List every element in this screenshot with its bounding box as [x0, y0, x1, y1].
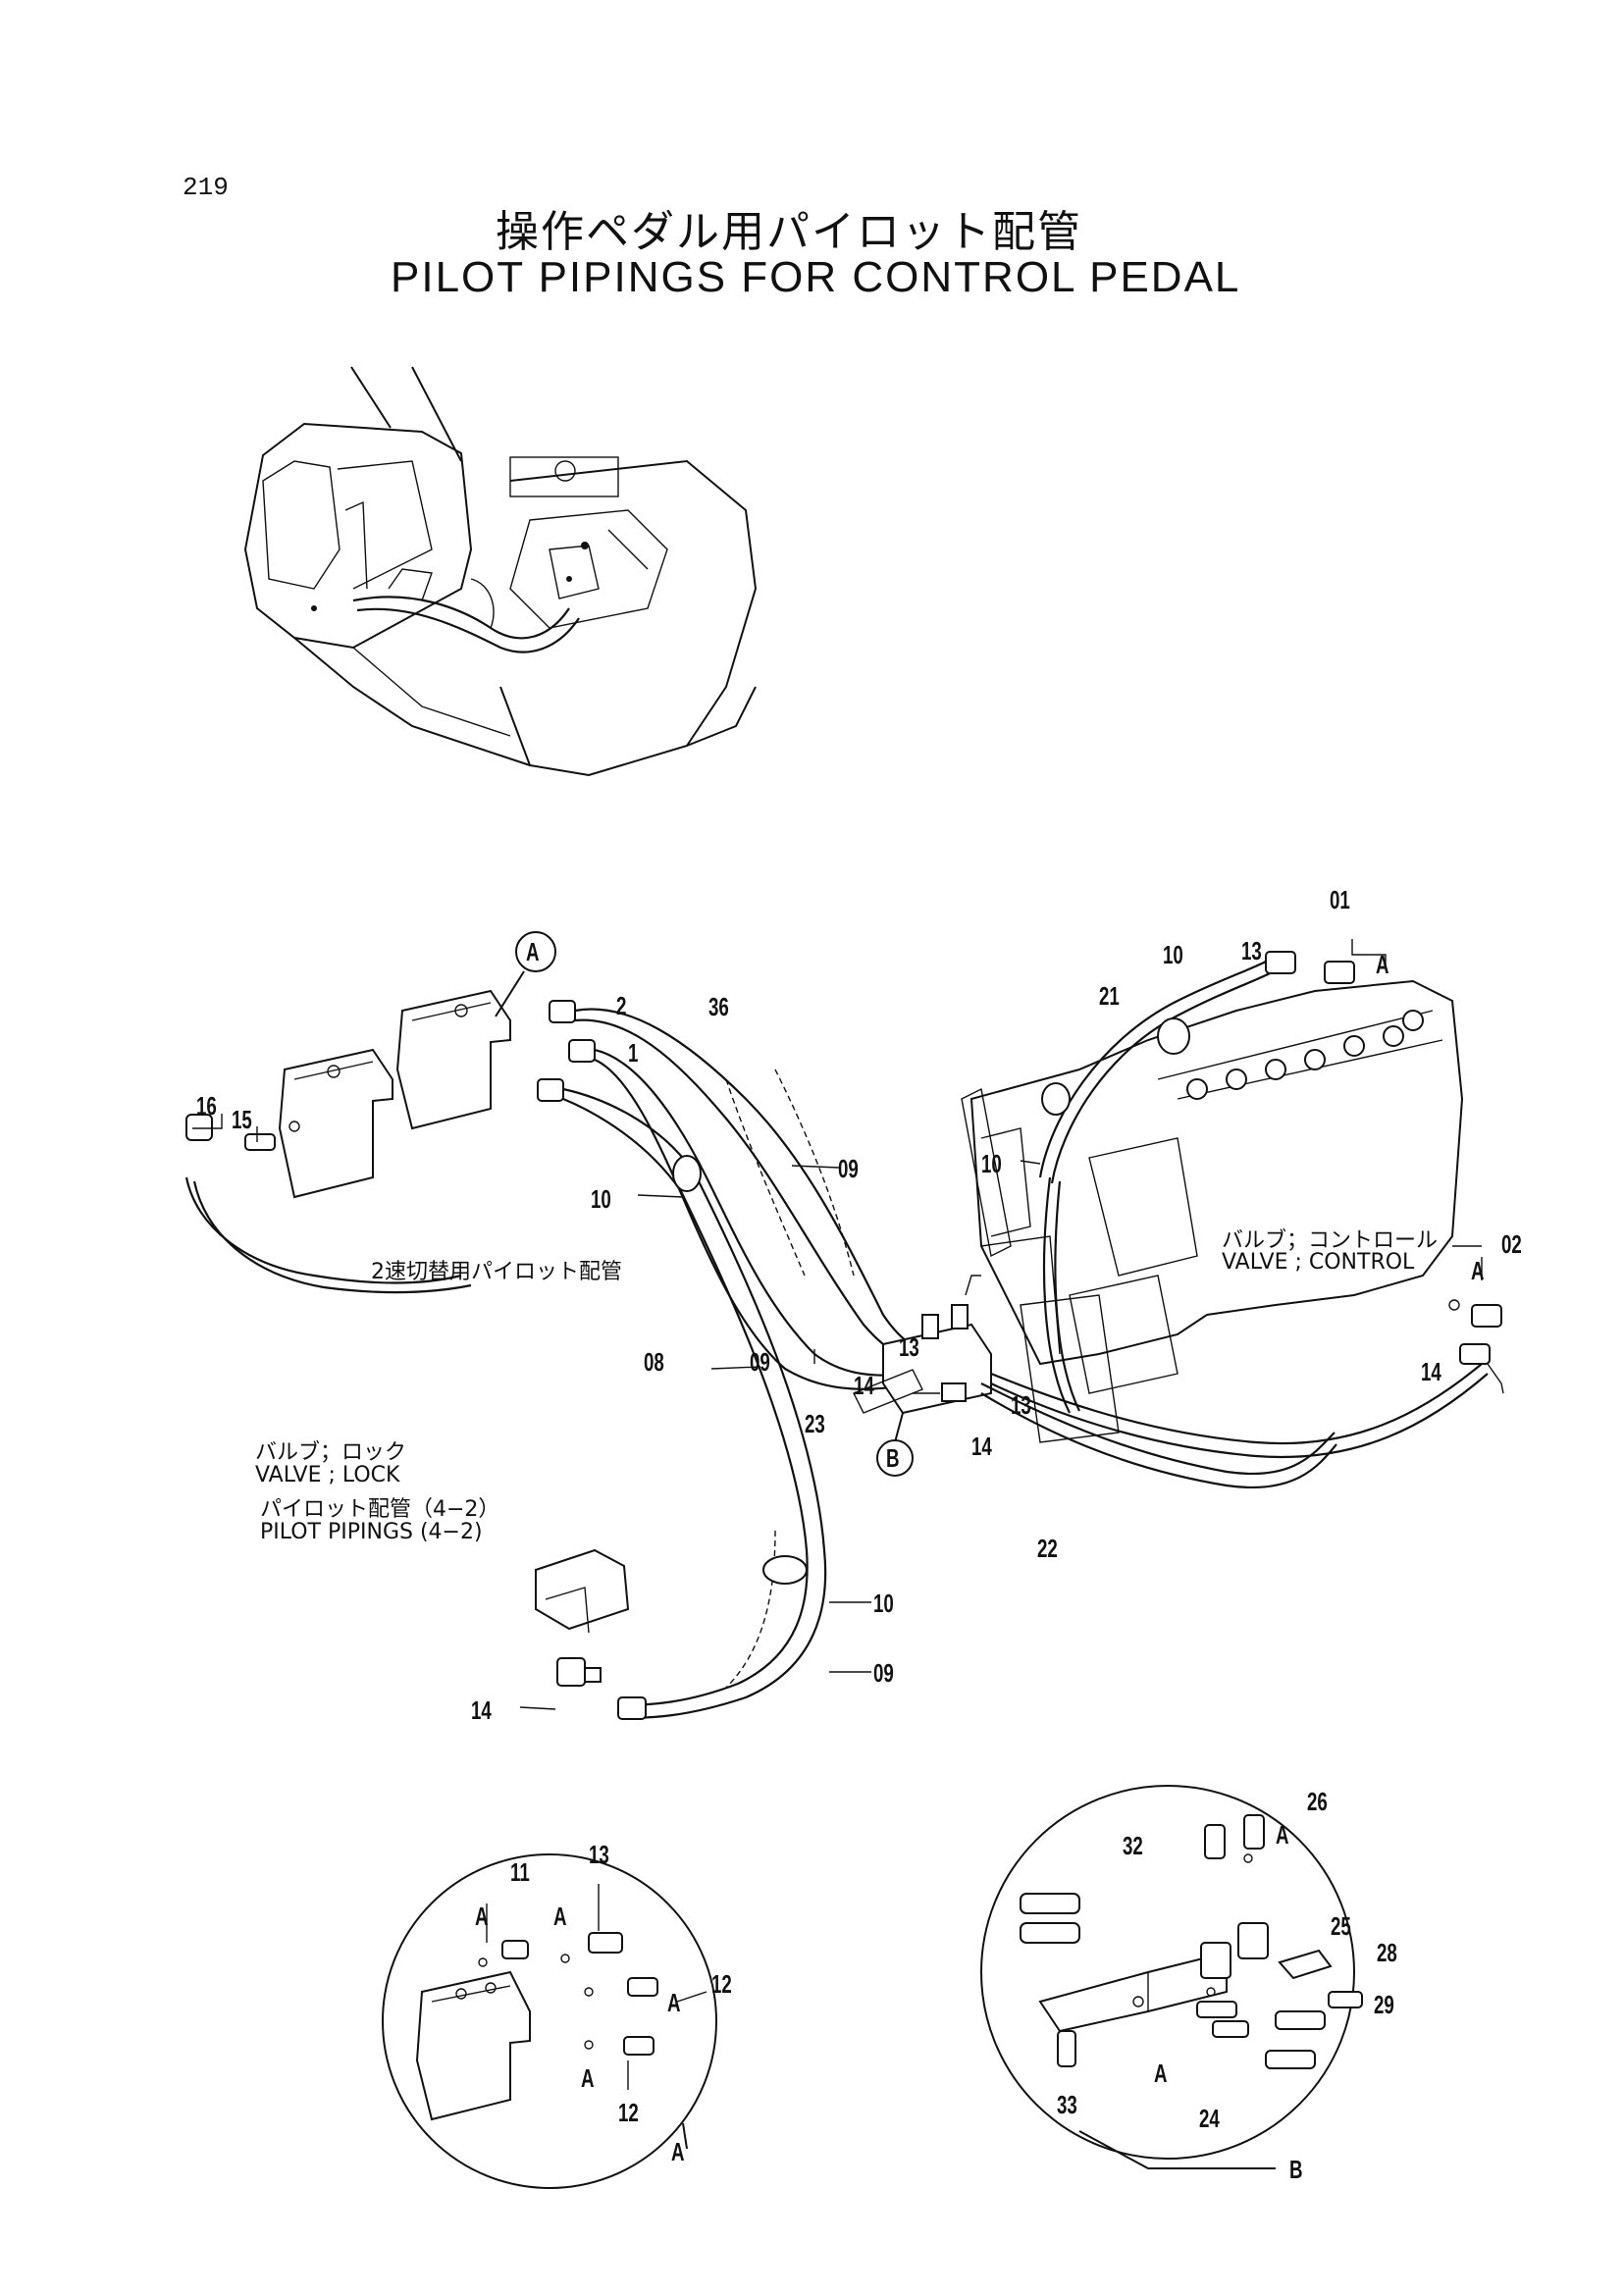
part-label-14-lock: 14: [471, 1695, 492, 1725]
note-valve-control-ja: バルブ；コントロール: [1222, 1228, 1439, 1253]
detail-b-label-33: 33: [1057, 2090, 1077, 2119]
detail-b-label-24: 24: [1199, 2104, 1220, 2133]
detail-b-label-28: 28: [1377, 1938, 1397, 1967]
page-number: 219: [183, 173, 229, 202]
note-pilot-pipings-ja: パイロット配管（4−2）: [260, 1497, 500, 1522]
detail-a-label-11: 11: [510, 1857, 530, 1887]
part-label-2: 2: [616, 991, 627, 1020]
detail-a-label-a5: A: [671, 2137, 685, 2166]
part-label-15: 15: [232, 1105, 252, 1134]
detail-a-illustration: [382, 1853, 717, 2189]
part-label-a-right: A: [1471, 1256, 1485, 1285]
detail-a-label-a2: A: [553, 1902, 567, 1931]
part-label-13-right: 13: [1011, 1390, 1031, 1420]
part-label-08: 08: [644, 1347, 664, 1377]
part-label-09-mid: 09: [750, 1347, 770, 1377]
part-label-10-lower: 10: [873, 1589, 894, 1618]
part-label-01: 01: [1330, 885, 1350, 914]
part-label-22: 22: [1037, 1534, 1058, 1563]
detail-a-label-12-bottom: 12: [618, 2098, 639, 2127]
leader-lines: [192, 939, 1504, 1710]
part-label-10-left: 10: [591, 1184, 611, 1214]
detail-a-label-13: 13: [589, 1840, 609, 1869]
detail-b-label-26: 26: [1307, 1787, 1328, 1816]
detail-a-label-a1: A: [475, 1902, 489, 1931]
part-label-10-valve: 10: [981, 1149, 1002, 1178]
detail-b-label-a-bottom: A: [1154, 2059, 1168, 2088]
detail-a-label-a4: A: [581, 2063, 595, 2093]
part-label-36: 36: [708, 992, 729, 1021]
part-label-14-block: 14: [854, 1371, 874, 1400]
part-label-16: 16: [196, 1091, 217, 1121]
detail-b-label-32: 32: [1123, 1831, 1143, 1860]
detail-b-illustration: [980, 1785, 1363, 2169]
detail-b-label-b: B: [1289, 2155, 1303, 2184]
part-label-09-top: 09: [838, 1154, 859, 1183]
note-valve-control-en: VALVE ; CONTROL: [1222, 1250, 1415, 1275]
note-valve-lock-en: VALVE ; LOCK: [255, 1463, 400, 1487]
callout-a: A: [526, 937, 540, 966]
note-valve-lock-ja: バルブ；ロック: [255, 1440, 407, 1465]
detail-b-label-25: 25: [1331, 1911, 1351, 1941]
part-label-21: 21: [1099, 981, 1120, 1011]
callout-b: B: [886, 1443, 900, 1473]
part-label-13-block: 13: [899, 1332, 919, 1362]
part-label-a-top: A: [1376, 950, 1389, 979]
note-two-speed-ja: 2速切替用パイロット配管: [371, 1260, 622, 1284]
detail-a-label-a3: A: [667, 1988, 681, 2017]
part-label-14-right: 14: [1421, 1357, 1441, 1386]
part-label-13-top: 13: [1241, 936, 1262, 965]
detail-a-label-12-right: 12: [711, 1969, 732, 1999]
part-label-23: 23: [805, 1409, 825, 1438]
pilot-piping-diagram: [184, 931, 1502, 1720]
detail-b-label-29: 29: [1374, 1990, 1394, 2019]
detail-b-label-a-top: A: [1276, 1820, 1289, 1850]
excavator-overview-illustration: [243, 366, 758, 777]
note-pilot-pipings-en: PILOT PIPINGS (4−2): [260, 1520, 483, 1544]
part-label-1: 1: [628, 1038, 639, 1068]
part-label-02: 02: [1501, 1229, 1522, 1259]
part-label-14-lower: 14: [971, 1432, 992, 1461]
title-english: PILOT PIPINGS FOR CONTROL PEDAL: [391, 253, 1241, 301]
part-label-10-top: 10: [1163, 940, 1183, 969]
part-label-09-bottom: 09: [873, 1658, 894, 1688]
title-japanese: 操作ペダル用パイロット配管: [496, 207, 1082, 257]
